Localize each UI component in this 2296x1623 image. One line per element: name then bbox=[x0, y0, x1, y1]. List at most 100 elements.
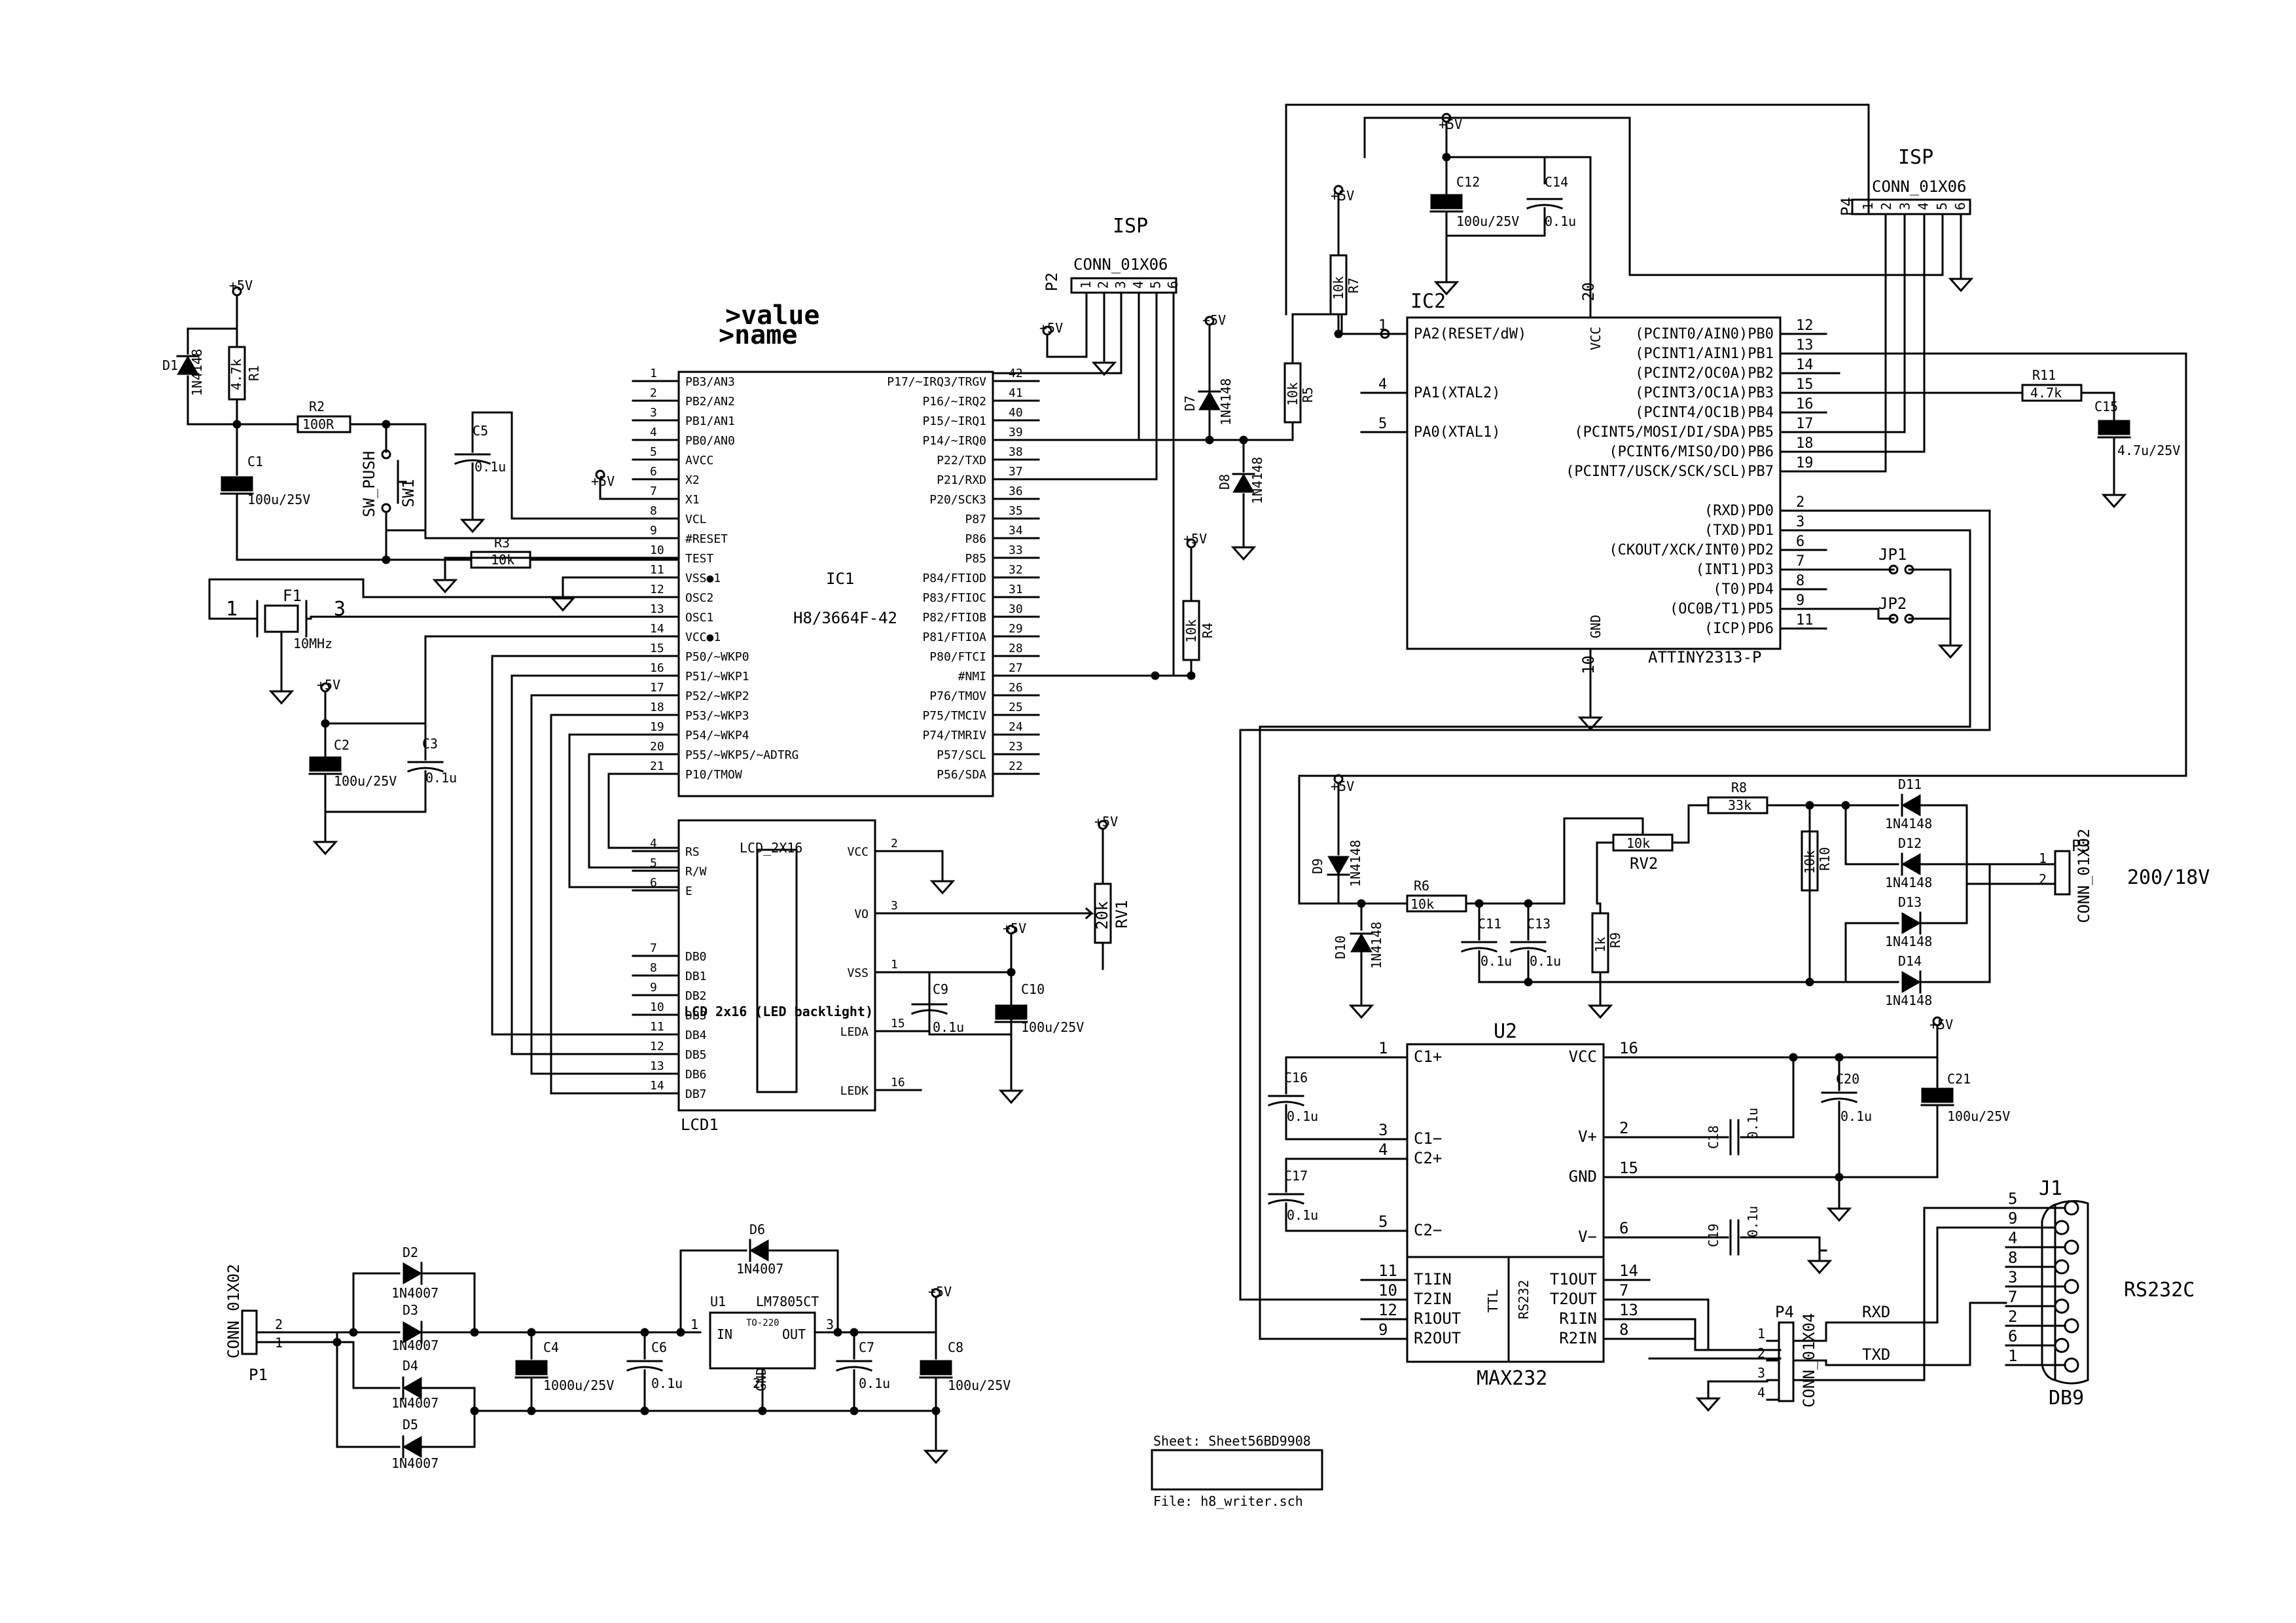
c19-ref: C19 bbox=[1706, 1224, 1721, 1247]
u2-value: MAX232 bbox=[1477, 1367, 1547, 1390]
p4b-body bbox=[1778, 1321, 1795, 1402]
pin-number: 40 bbox=[1009, 406, 1023, 420]
pin-number: 11 bbox=[1378, 1262, 1397, 1280]
pin-name: R2IN bbox=[1559, 1329, 1597, 1347]
pin-number: 6 bbox=[1165, 281, 1181, 289]
pin-number: 23 bbox=[1009, 740, 1023, 754]
u1-pkg: TO-220 bbox=[746, 1318, 780, 1328]
pin-number: 2 bbox=[650, 386, 657, 400]
pin-name: (PCINT1/AIN1)PB1 bbox=[1635, 346, 1774, 362]
pin-number: 32 bbox=[1009, 563, 1023, 577]
pwr-label: +5V bbox=[1183, 531, 1207, 547]
c17-value: 0.1u bbox=[1287, 1207, 1318, 1223]
r3-value: 10k bbox=[491, 552, 514, 568]
u2-ttl: TTL bbox=[1485, 1289, 1501, 1313]
pin-number: 5 bbox=[650, 856, 657, 870]
pin-number: 4 bbox=[1378, 376, 1387, 393]
r1-value: 4.7k bbox=[228, 359, 244, 390]
pin-name: #RESET bbox=[685, 532, 728, 546]
pin-name: V− bbox=[1578, 1228, 1597, 1246]
pin-number: 25 bbox=[1009, 701, 1023, 714]
isp-left-title: ISP bbox=[1113, 215, 1148, 238]
pin-number: 6 bbox=[1952, 202, 1968, 210]
p1-ref: P1 bbox=[249, 1366, 268, 1384]
pwr-label: +5V bbox=[1039, 320, 1063, 336]
c12-value: 100u/25V bbox=[1456, 213, 1519, 229]
pin-number: 28 bbox=[1009, 642, 1023, 655]
p4-value: CONN_01X06 bbox=[1872, 177, 1967, 196]
pin-number: 3 bbox=[2008, 1268, 2017, 1286]
p4b-ref: P4 bbox=[1775, 1303, 1794, 1321]
c10-value: 100u/25V bbox=[1021, 1019, 1084, 1035]
pin-name: PB2/AN2 bbox=[685, 395, 735, 409]
pin-number: 14 bbox=[650, 1079, 664, 1093]
d6-ref: D6 bbox=[749, 1222, 765, 1237]
pin-name: P75/TMCIV bbox=[922, 709, 986, 723]
pin-number: 8 bbox=[2008, 1249, 2017, 1267]
pin-name: P14/~IRQ0 bbox=[922, 434, 986, 448]
f1-value: 10MHz bbox=[293, 636, 332, 651]
pin-number: 36 bbox=[1009, 484, 1023, 498]
pin-number: 15 bbox=[891, 1017, 905, 1030]
pin-name: V+ bbox=[1578, 1127, 1597, 1146]
pin-name: (CKOUT/XCK/INT0)PD2 bbox=[1609, 542, 1774, 558]
pin-name: AVCC bbox=[685, 454, 713, 467]
c21-ref: C21 bbox=[1947, 1071, 1971, 1087]
pin-name: C1− bbox=[1414, 1129, 1442, 1148]
p1-pin2: 2 bbox=[275, 1317, 283, 1332]
pin-number: 24 bbox=[1009, 720, 1023, 734]
ic1-right-pins: 42P17/~IRQ3/TRGV41P16/~IRQ240P15/~IRQ139… bbox=[887, 367, 1040, 782]
ic1-body bbox=[677, 371, 994, 797]
d8-value: 1N4148 bbox=[1249, 457, 1265, 504]
pin-number: 10 bbox=[650, 543, 664, 557]
pin-number: 12 bbox=[650, 583, 664, 596]
pwr-label: +5V bbox=[1331, 778, 1354, 794]
r5-value: 10k bbox=[1285, 382, 1300, 406]
pin-number: 6 bbox=[650, 876, 657, 890]
sheet-name: Sheet: Sheet56BD9908 bbox=[1153, 1433, 1311, 1449]
c21-value: 100u/25V bbox=[1947, 1108, 2010, 1124]
c13-value: 0.1u bbox=[1530, 953, 1561, 969]
c9-value: 0.1u bbox=[933, 1019, 964, 1035]
rv2-value: 10k bbox=[1626, 835, 1650, 851]
pin-name: VSS bbox=[847, 966, 869, 980]
c8-ref: C8 bbox=[948, 1340, 963, 1355]
pin-number: 11 bbox=[650, 563, 664, 577]
ic2-gnd-pin: 10 bbox=[1579, 655, 1598, 674]
r1-ref: R1 bbox=[246, 365, 262, 381]
pin-name: E bbox=[685, 884, 692, 898]
p3-pin1: 1 bbox=[2039, 850, 2047, 866]
p2-value: CONN_01X06 bbox=[1073, 255, 1168, 274]
pin-name: C1+ bbox=[1414, 1048, 1442, 1066]
pin-name: (T0)PD4 bbox=[1713, 581, 1774, 598]
d1-ref: D1 bbox=[162, 357, 178, 373]
c20-value: 0.1u bbox=[1840, 1108, 1872, 1124]
pin-number: 16 bbox=[1796, 396, 1814, 412]
pin-name: R1OUT bbox=[1414, 1309, 1461, 1328]
c7-value: 0.1u bbox=[859, 1376, 890, 1391]
d13-ref: D13 bbox=[1898, 894, 1922, 910]
pin-number: 4 bbox=[1130, 281, 1146, 289]
pin-name: R2OUT bbox=[1414, 1329, 1461, 1347]
pin-number: 7 bbox=[1619, 1281, 1628, 1300]
u2-ref: U2 bbox=[1494, 1020, 1517, 1043]
d9-ref: D9 bbox=[1310, 858, 1325, 874]
d3-value: 1N4007 bbox=[391, 1338, 439, 1353]
ic1-ref: IC1 bbox=[826, 570, 854, 588]
c17-ref: C17 bbox=[1284, 1168, 1308, 1184]
r2-ref: R2 bbox=[309, 399, 325, 414]
pin-name: P85 bbox=[965, 552, 986, 566]
u1-out: OUT bbox=[782, 1326, 806, 1342]
pin-name: P56/SDA bbox=[937, 768, 986, 782]
pin-name: P86 bbox=[965, 532, 986, 546]
u1-in: IN bbox=[717, 1326, 732, 1342]
c6-value: 0.1u bbox=[651, 1376, 683, 1391]
pin-number: 37 bbox=[1009, 465, 1023, 479]
pin-number: 9 bbox=[2008, 1209, 2017, 1228]
c6-ref: C6 bbox=[651, 1340, 667, 1355]
pin-number: 34 bbox=[1009, 524, 1023, 538]
d11-ref: D11 bbox=[1898, 776, 1922, 792]
pin-number: 31 bbox=[1009, 583, 1023, 596]
